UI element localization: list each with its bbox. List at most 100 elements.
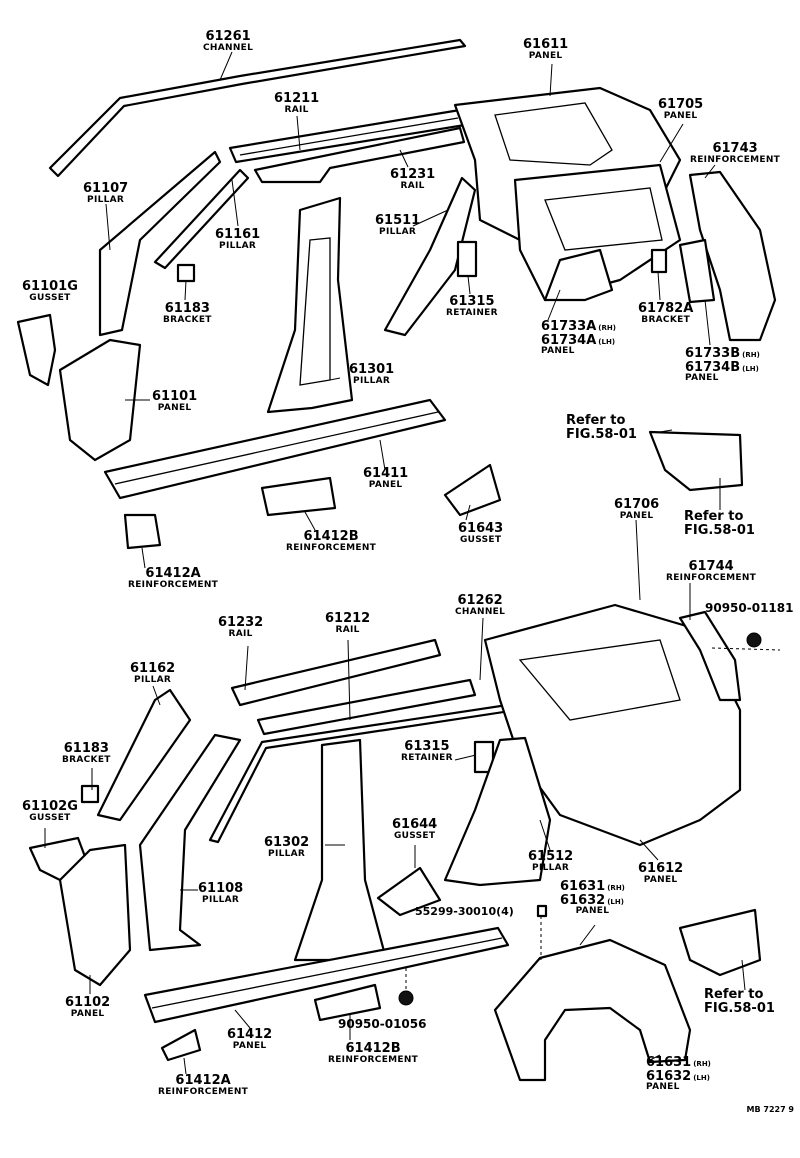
callout-61512: 61512 PILLAR [528,850,573,873]
refer-figure: FIG.58-01 [684,523,755,539]
bracket-61782a [650,248,668,274]
refer-note-1: Refer to FIG.58-01 [566,413,637,443]
callout-61705: 61705 PANEL [658,98,703,121]
callout-61743: 61743 REINFORCEMENT [690,142,780,165]
rail-61212 [256,678,477,736]
part-number: 61644 [392,817,438,832]
callout-61631-upper: 61631(RH) 61632(LH) PANEL [560,880,625,917]
pillar-61162 [96,688,192,822]
part-number: 61643 [458,521,504,536]
callout-61162: 61162 PILLAR [130,662,175,685]
part-name: REINFORCEMENT [690,154,781,165]
callout-61412: 61412 PANEL [227,1028,272,1051]
refer-line: Refer to [704,987,764,1002]
part-number: 61183 [164,301,210,316]
callout-61315-lower: 61315 RETAINER [401,740,453,763]
callout-61232: 61232 RAIL [218,616,263,639]
callout-61108: 61108 PILLAR [198,882,243,905]
part-name: RAIL [335,624,360,635]
part-number: 61315 [404,739,450,754]
callout-61101: 61101 PANEL [152,390,197,413]
part-name: PANEL [232,1040,267,1051]
callout-61102g: 61102G GUSSET [22,800,78,823]
part-number: 61162 [130,661,176,676]
callout-61262: 61262 CHANNEL [455,594,505,617]
callout-61644: 61644 GUSSET [392,818,437,841]
leader-lines [44,51,781,1075]
part-number: 61631(RH) [560,879,625,894]
callout-61643: 61643 GUSSET [458,522,503,545]
callout-61412a-lower: 61412A REINFORCEMENT [158,1074,248,1097]
part-number: 61611 [523,37,569,52]
part-name: PILLAR [532,862,570,873]
drawing-code: MB 7227 9 [746,1105,794,1114]
part-number: 61612 [638,861,684,876]
pillar-61161 [153,168,250,270]
rail-61231 [253,126,466,184]
part-name: PILLAR [353,375,391,386]
part-number-alt: 61632(LH) [646,1068,710,1084]
part-name: PILLAR [134,674,172,685]
part-number: 61412B [345,1041,401,1056]
gusset-61101g [16,313,57,387]
panel-61733b [678,238,716,304]
part-name: REINFORCEMENT [128,579,219,590]
part-name: PANEL [575,906,610,917]
part-name: GUSSET [29,292,71,303]
part-name: PILLAR [87,194,125,205]
part-number: 61412A [145,566,201,581]
part-number: 55299-30010(4) [415,905,514,918]
part-number-alt: 61632(LH) [560,892,624,908]
part-number: 61231 [390,167,436,182]
callout-61301: 61301 PILLAR [349,363,394,386]
part-name: RETAINER [446,307,498,318]
part-name: GUSSET [459,534,502,545]
part-name: GUSSET [393,830,436,841]
part-number: 61107 [83,181,129,196]
part-name: PANEL [646,1082,680,1093]
reinforcement-61412a-lh [160,1028,202,1062]
pillar-61511 [383,176,477,337]
part-number: 61302 [264,835,310,850]
part-name: CHANNEL [203,42,254,53]
callout-61412b-upper: 61412B REINFORCEMENT [286,530,376,553]
callout-61412a-upper: 61412A REINFORCEMENT [128,567,218,590]
part-name: REINFORCEMENT [328,1054,419,1065]
part-number: 61511 [375,213,421,228]
part-number: 61631(RH) [646,1055,711,1070]
part-name: RAIL [400,180,425,191]
part-name: PANEL [643,874,678,885]
pillar-61301 [266,196,354,414]
callout-61107: 61107 PILLAR [83,182,128,205]
part-name: BRACKET [163,314,212,325]
callout-90950-01056: 90950-01056 [338,1018,426,1031]
part-number: 61102G [22,799,78,814]
refer-panel-lower [678,908,762,977]
callout-61211: 61211 RAIL [274,92,319,115]
part-name: BRACKET [641,314,691,325]
reinforcement-61412a [123,513,162,550]
part-name: RAIL [228,628,253,639]
part-name: PILLAR [379,226,417,237]
callout-61261: 61261 CHANNEL [203,30,253,53]
part-number: 61512 [528,849,574,864]
part-number-alt: 61734A(LH) [541,332,616,348]
callout-61733b: 61733B(RH) 61734B(LH) PANEL [685,347,760,384]
part-name: PANEL [541,346,575,357]
part-name: PANEL [663,110,698,121]
clip-90950-01181 [746,632,762,648]
part-name: RAIL [284,104,309,115]
part-number: 61102 [65,995,111,1010]
refer-figure: FIG.58-01 [704,1001,775,1017]
part-number: 61261 [205,29,251,44]
callout-55299-30010: 55299-30010(4) [415,906,514,918]
part-number: 61101 [152,389,198,404]
channel-61261 [48,38,467,178]
part-name: GUSSET [29,812,71,823]
part-number: 61411 [363,466,409,481]
callout-61733a: 61733A(RH) 61734A(LH) PANEL [541,320,616,357]
callout-61744: 61744 REINFORCEMENT [666,560,756,583]
callout-61101g: 61101G GUSSET [22,280,78,303]
callout-61411: 61411 PANEL [363,467,408,490]
part-number: 61315 [449,294,495,309]
